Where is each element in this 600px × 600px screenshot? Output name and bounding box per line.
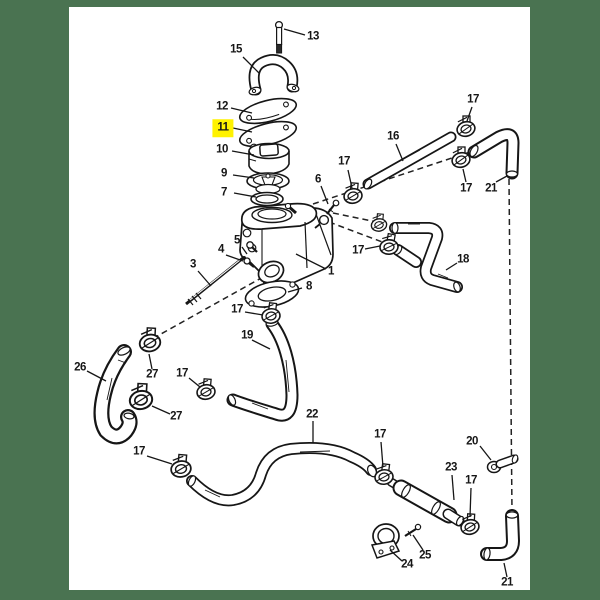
callout-leader-lines [86,28,508,578]
part-callout-10[interactable]: 10 [216,143,228,156]
part-callout-17[interactable]: 17 [460,182,472,195]
part-callout-23[interactable]: 23 [445,461,457,474]
part-callout-13[interactable]: 13 [307,30,319,43]
diagram-sheet [69,7,530,590]
part-callout-17[interactable]: 17 [133,445,145,458]
part-clamp-bracket-24 [370,523,401,559]
part-tube-23 [386,477,465,527]
part-hose-26 [93,344,138,445]
part-callout-20[interactable]: 20 [466,435,478,448]
part-callout-5[interactable]: 5 [234,234,240,247]
part-callout-16[interactable]: 16 [387,130,399,143]
part-callout-19[interactable]: 19 [241,329,253,342]
part-sleeve-10 [248,142,290,175]
part-callout-3[interactable]: 3 [190,258,196,271]
part-callout-17[interactable]: 17 [467,93,479,106]
part-callout-27[interactable]: 27 [146,368,158,381]
part-callout-22[interactable]: 22 [306,408,318,421]
part-hose-22 [186,442,378,507]
part-bolt-4 [243,257,255,268]
part-fitting-20 [486,454,519,474]
part-thermostat-9 [246,172,290,195]
part-callout-4[interactable]: 4 [218,243,224,256]
part-bracket-15 [248,54,300,96]
part-callout-17[interactable]: 17 [374,428,386,441]
part-callout-15[interactable]: 15 [230,43,242,56]
part-thermostat-housing [239,202,334,287]
part-callout-17[interactable]: 17 [465,474,477,487]
part-callout-21[interactable]: 21 [485,182,497,195]
part-hose-21-upper [467,128,520,180]
part-hose-18 [389,222,463,293]
part-callout-27[interactable]: 27 [170,410,182,423]
part-bolt-5 [246,241,258,253]
part-callout-17[interactable]: 17 [338,155,350,168]
part-callout-8[interactable]: 8 [306,280,312,293]
part-callout-12[interactable]: 12 [216,100,228,113]
part-callout-18[interactable]: 18 [457,253,469,266]
part-hose-19 [226,317,299,422]
part-callout-24[interactable]: 24 [401,558,413,571]
part-bolt-13 [274,20,284,54]
part-hose-21-lower [480,509,520,561]
part-callout-17[interactable]: 17 [176,367,188,380]
part-bolt-6 [314,199,340,229]
part-callout-21[interactable]: 21 [501,576,513,589]
part-callout-1[interactable]: 1 [328,265,334,278]
part-callout-26[interactable]: 26 [74,361,86,374]
part-callout-17[interactable]: 17 [352,244,364,257]
part-oring-7 [250,191,284,207]
part-cover-12 [238,97,298,125]
part-callout-17[interactable]: 17 [231,303,243,316]
part-callout-25[interactable]: 25 [419,549,431,562]
part-callout-9[interactable]: 9 [221,167,227,180]
part-callout-7[interactable]: 7 [221,186,227,199]
part-hose-16 [362,131,457,190]
part-callout-11-highlighted[interactable]: 11 [212,119,234,137]
part-screw-25 [404,523,422,537]
part-callout-6[interactable]: 6 [315,173,321,186]
